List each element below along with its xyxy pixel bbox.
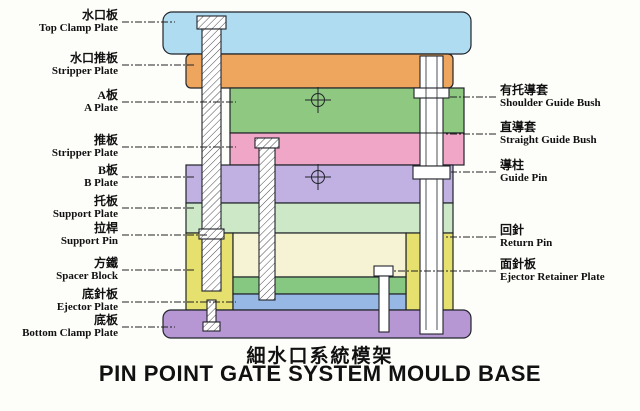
label-en: Spacer Block xyxy=(56,270,118,282)
label-spacer-block: 方鐵 Spacer Block xyxy=(0,257,118,283)
label-en: Ejector Plate xyxy=(56,301,118,313)
bottom-clamp-plate xyxy=(162,309,472,339)
label-cn: 面針板 xyxy=(500,257,537,271)
label-ejector-plate: 底針板 Ejector Plate xyxy=(0,288,118,314)
label-en: Return Pin xyxy=(500,237,553,249)
label-top-clamp-plate: 水口板 Top Clamp Plate xyxy=(0,9,118,35)
bolt-shaft xyxy=(206,299,217,323)
label-support-plate: 托板 Support Plate xyxy=(0,195,118,221)
label-cn: 導柱 xyxy=(500,158,525,172)
label-en: Support Pin xyxy=(60,235,118,247)
label-en: Stripper Plate xyxy=(51,65,118,77)
label-en: Stripper Plate xyxy=(51,147,118,159)
support-pin-rod xyxy=(196,15,227,332)
stop-pin xyxy=(373,265,394,333)
label-en: Ejector Retainer Plate xyxy=(500,271,605,283)
label-cn: 方鐵 xyxy=(93,256,118,270)
puller-rod xyxy=(254,137,280,301)
label-b-plate: B板 B Plate xyxy=(0,164,118,190)
title-chinese: 細水口系統模架 xyxy=(246,346,394,367)
label-cn: 有托導套 xyxy=(500,83,549,97)
center-mark-a xyxy=(305,87,331,113)
label-cn: 直導套 xyxy=(500,120,537,134)
label-stripper-plate-lower: 推板 Stripper Plate xyxy=(0,134,118,160)
label-en: Bottom Clamp Plate xyxy=(22,327,118,339)
label-stripper-plate-upper: 水口推板 Stripper Plate xyxy=(0,52,118,78)
stop-pin-head xyxy=(373,265,394,277)
label-shoulder-guide-bush: 有托導套 Shoulder Guide Bush xyxy=(500,84,638,110)
support-pin-collar xyxy=(198,228,225,240)
b-plate xyxy=(185,164,454,204)
label-cn: 水口推板 xyxy=(69,51,118,65)
guide-pin-head xyxy=(412,165,451,180)
label-en: B Plate xyxy=(84,177,118,189)
guide-assembly xyxy=(412,55,451,335)
label-en: Top Clamp Plate xyxy=(38,22,118,34)
guide-bush-body xyxy=(419,55,444,167)
label-straight-guide-bush: 直導套 Straight Guide Bush xyxy=(500,121,638,147)
label-en: Straight Guide Bush xyxy=(500,134,597,146)
leader-lines-left xyxy=(122,21,236,328)
label-cn: 推板 xyxy=(93,133,118,147)
support-plate xyxy=(185,202,454,234)
stripper-plate-upper xyxy=(185,53,454,89)
guide-pin-shaft xyxy=(419,178,444,335)
label-return-pin: 回針 Return Pin xyxy=(500,224,638,250)
bolt-head xyxy=(202,321,221,332)
label-cn: A板 xyxy=(97,88,118,102)
support-pin-head xyxy=(196,15,227,30)
label-cn: B板 xyxy=(97,163,118,177)
leader-lines-right xyxy=(394,96,496,272)
support-pin-shaft xyxy=(201,28,222,292)
shoulder-guide-bush-flange xyxy=(413,87,450,99)
center-mark-b xyxy=(305,164,331,190)
label-a-plate: A板 A Plate xyxy=(0,89,118,115)
label-support-pin: 拉桿 Support Pin xyxy=(0,222,118,248)
label-cn: 水口板 xyxy=(81,8,118,22)
label-en: A Plate xyxy=(84,102,118,114)
label-cn: 底針板 xyxy=(81,287,118,301)
stop-pin-shaft xyxy=(378,275,390,333)
label-cn: 拉桿 xyxy=(93,221,118,235)
label-cn: 底板 xyxy=(93,313,118,327)
label-cn: 托板 xyxy=(93,194,118,208)
puller-rod-shaft xyxy=(258,147,276,301)
label-bottom-clamp-plate: 底板 Bottom Clamp Plate xyxy=(0,314,118,340)
label-en: Support Plate xyxy=(52,208,118,220)
label-en: Guide Pin xyxy=(500,172,548,184)
label-ejector-retainer-plate: 面針板 Ejector Retainer Plate xyxy=(500,258,638,284)
label-guide-pin: 導柱 Guide Pin xyxy=(500,159,638,185)
puller-rod-head xyxy=(254,137,280,149)
label-en: Shoulder Guide Bush xyxy=(500,97,601,109)
label-cn: 回針 xyxy=(500,223,525,237)
title-english: PIN POINT GATE SYSTEM MOULD BASE xyxy=(98,361,542,386)
